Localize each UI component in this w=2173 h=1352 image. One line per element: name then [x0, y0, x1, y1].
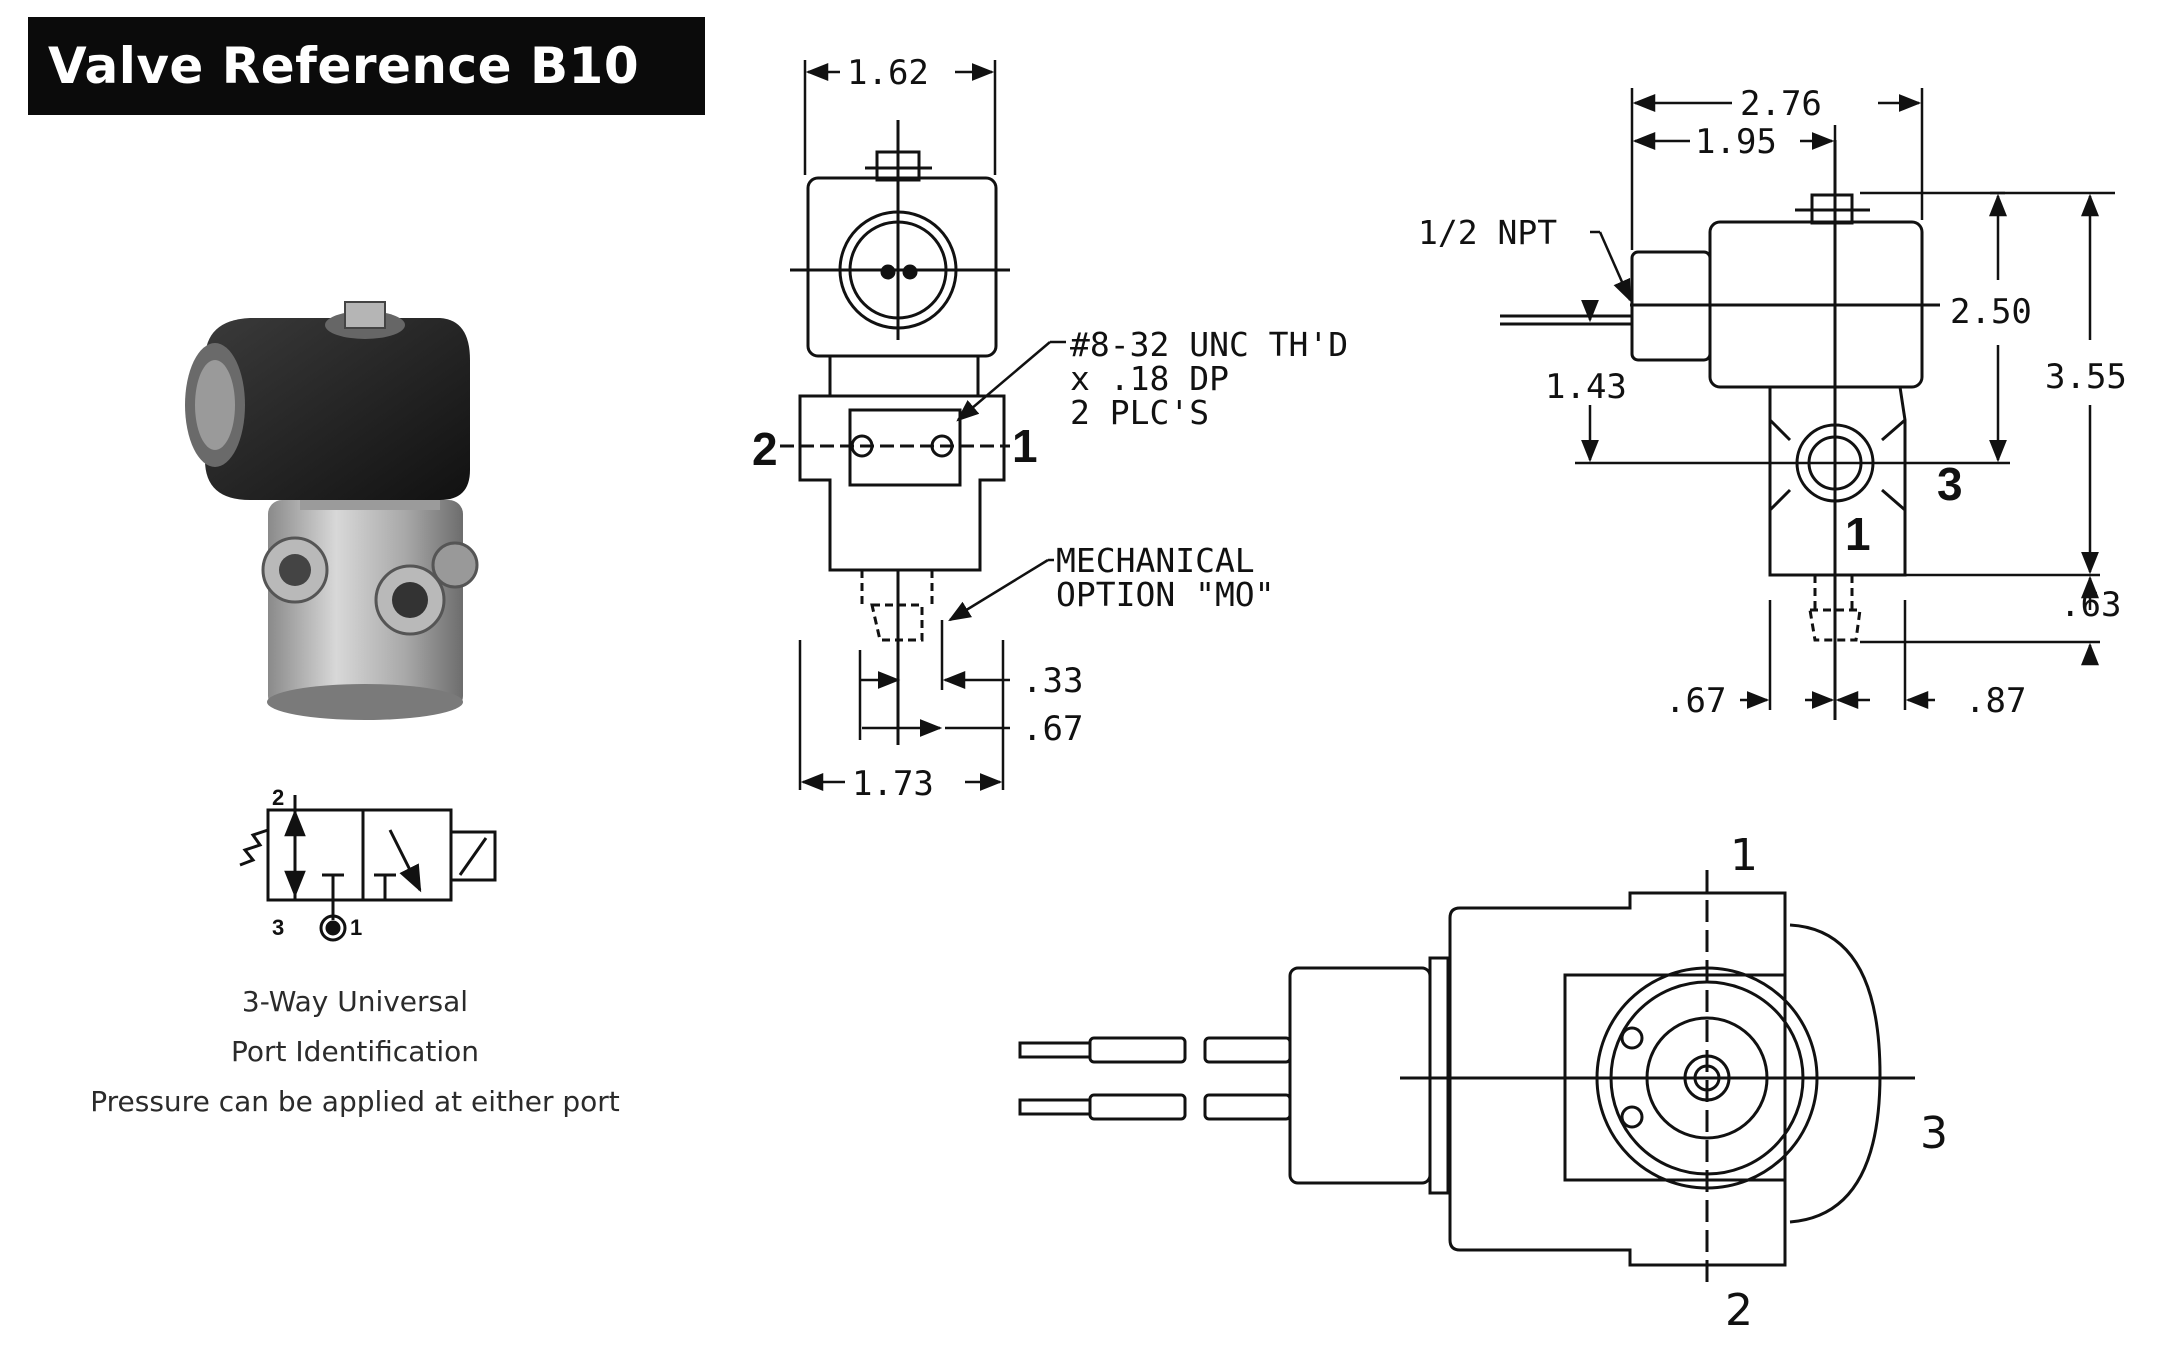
side-port-1: 1: [1845, 508, 1871, 560]
dim-side-height-143: 1.43: [1545, 367, 1627, 407]
dim-side-height-355: 3.55: [2045, 357, 2127, 397]
symbol-port-1: 1: [350, 915, 362, 940]
front-port-1: 1: [1012, 420, 1038, 472]
note-mechanical-line2: OPTION "MO": [1056, 575, 1275, 614]
note-thread-line2: x .18 DP: [1070, 359, 1229, 398]
caption-line-1: 3-Way Universal: [241, 985, 469, 1018]
dim-side-63: .63: [2060, 585, 2121, 625]
dim-side-67: .67: [1665, 681, 1726, 721]
caption-line-2: Port Identification: [231, 1035, 479, 1068]
bottom-port-3: 3: [1920, 1108, 1948, 1159]
bottom-port-1: 1: [1730, 830, 1758, 881]
dim-side-height-250: 2.50: [1950, 292, 2032, 332]
note-thread-line1: #8-32 UNC TH'D: [1070, 325, 1348, 364]
side-view: [1500, 140, 1940, 720]
note-mechanical-line1: MECHANICAL: [1056, 541, 1255, 580]
dim-front-top-width: 1.62: [847, 53, 929, 93]
page-title: Valve Reference B10: [48, 37, 640, 95]
side-view-dimensions: [1575, 88, 2115, 710]
note-npt: 1/2 NPT: [1418, 213, 1557, 252]
front-view-dimensions: [798, 60, 1066, 791]
bottom-port-2: 2: [1725, 1285, 1753, 1336]
front-port-2: 2: [752, 423, 778, 475]
symbol-port-3: 3: [272, 915, 284, 940]
bottom-view: [1018, 870, 1915, 1285]
valve-photo: [185, 301, 479, 720]
title-bar: Valve Reference B10: [28, 17, 705, 115]
front-view: [780, 120, 1010, 745]
symbol-port-2: 2: [272, 785, 284, 810]
dim-front-67: .67: [1022, 709, 1083, 749]
dim-side-overall-width: 2.76: [1740, 84, 1822, 124]
caption-line-3: Pressure can be applied at either port: [90, 1085, 620, 1118]
dim-side-inner-width: 1.95: [1695, 122, 1777, 162]
dim-front-bottom-width: 1.73: [852, 764, 934, 804]
note-thread-line3: 2 PLC'S: [1070, 393, 1209, 432]
side-port-3: 3: [1937, 458, 1963, 510]
dim-front-33: .33: [1022, 661, 1083, 701]
dim-side-87: .87: [1965, 681, 2026, 721]
valve-symbol: [239, 795, 497, 942]
